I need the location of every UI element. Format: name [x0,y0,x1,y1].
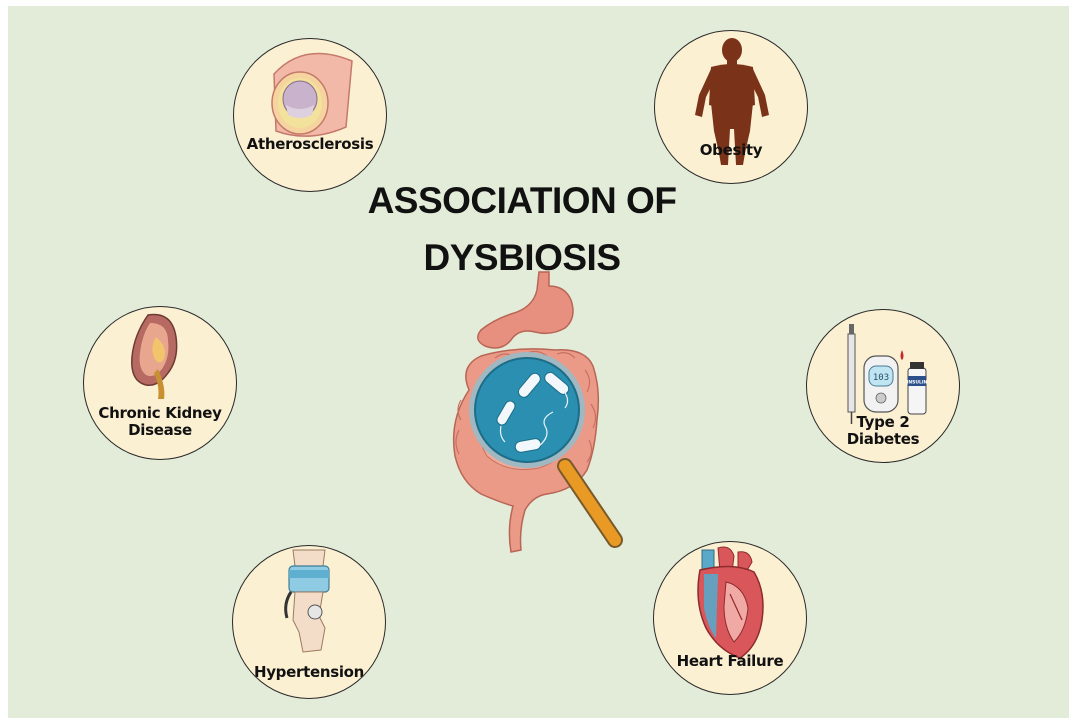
insulin-vial-label: INSULIN [907,380,928,386]
human-body-icon [655,31,808,184]
heart-icon [654,542,807,695]
disease-label: Heart Failure [654,653,806,670]
disease-label: Obesity [655,142,807,159]
disease-label: Type 2 Diabetes [807,414,959,448]
disease-label: Chronic Kidney Disease [84,405,236,439]
meter-reading: 103 [873,373,889,383]
disease-label: Atherosclerosis [234,136,386,153]
disease-node-atherosclerosis: Atherosclerosis [233,38,387,192]
disease-label: Hypertension [233,664,385,681]
artery-plaque-icon [234,39,387,192]
disease-node-chronic-kidney-disease: Chronic Kidney Disease [83,306,237,460]
disease-node-heart-failure: Heart Failure [653,541,807,695]
disease-node-obesity: Obesity [654,30,808,184]
gut-microbiota-magnifier-icon [415,270,655,570]
stomach-shape [478,272,573,348]
magnifier-handle [565,466,615,540]
disease-node-hypertension: Hypertension [232,545,386,699]
disease-node-type-2-diabetes: 103 INSULIN Type 2 Diabetes [806,309,960,463]
